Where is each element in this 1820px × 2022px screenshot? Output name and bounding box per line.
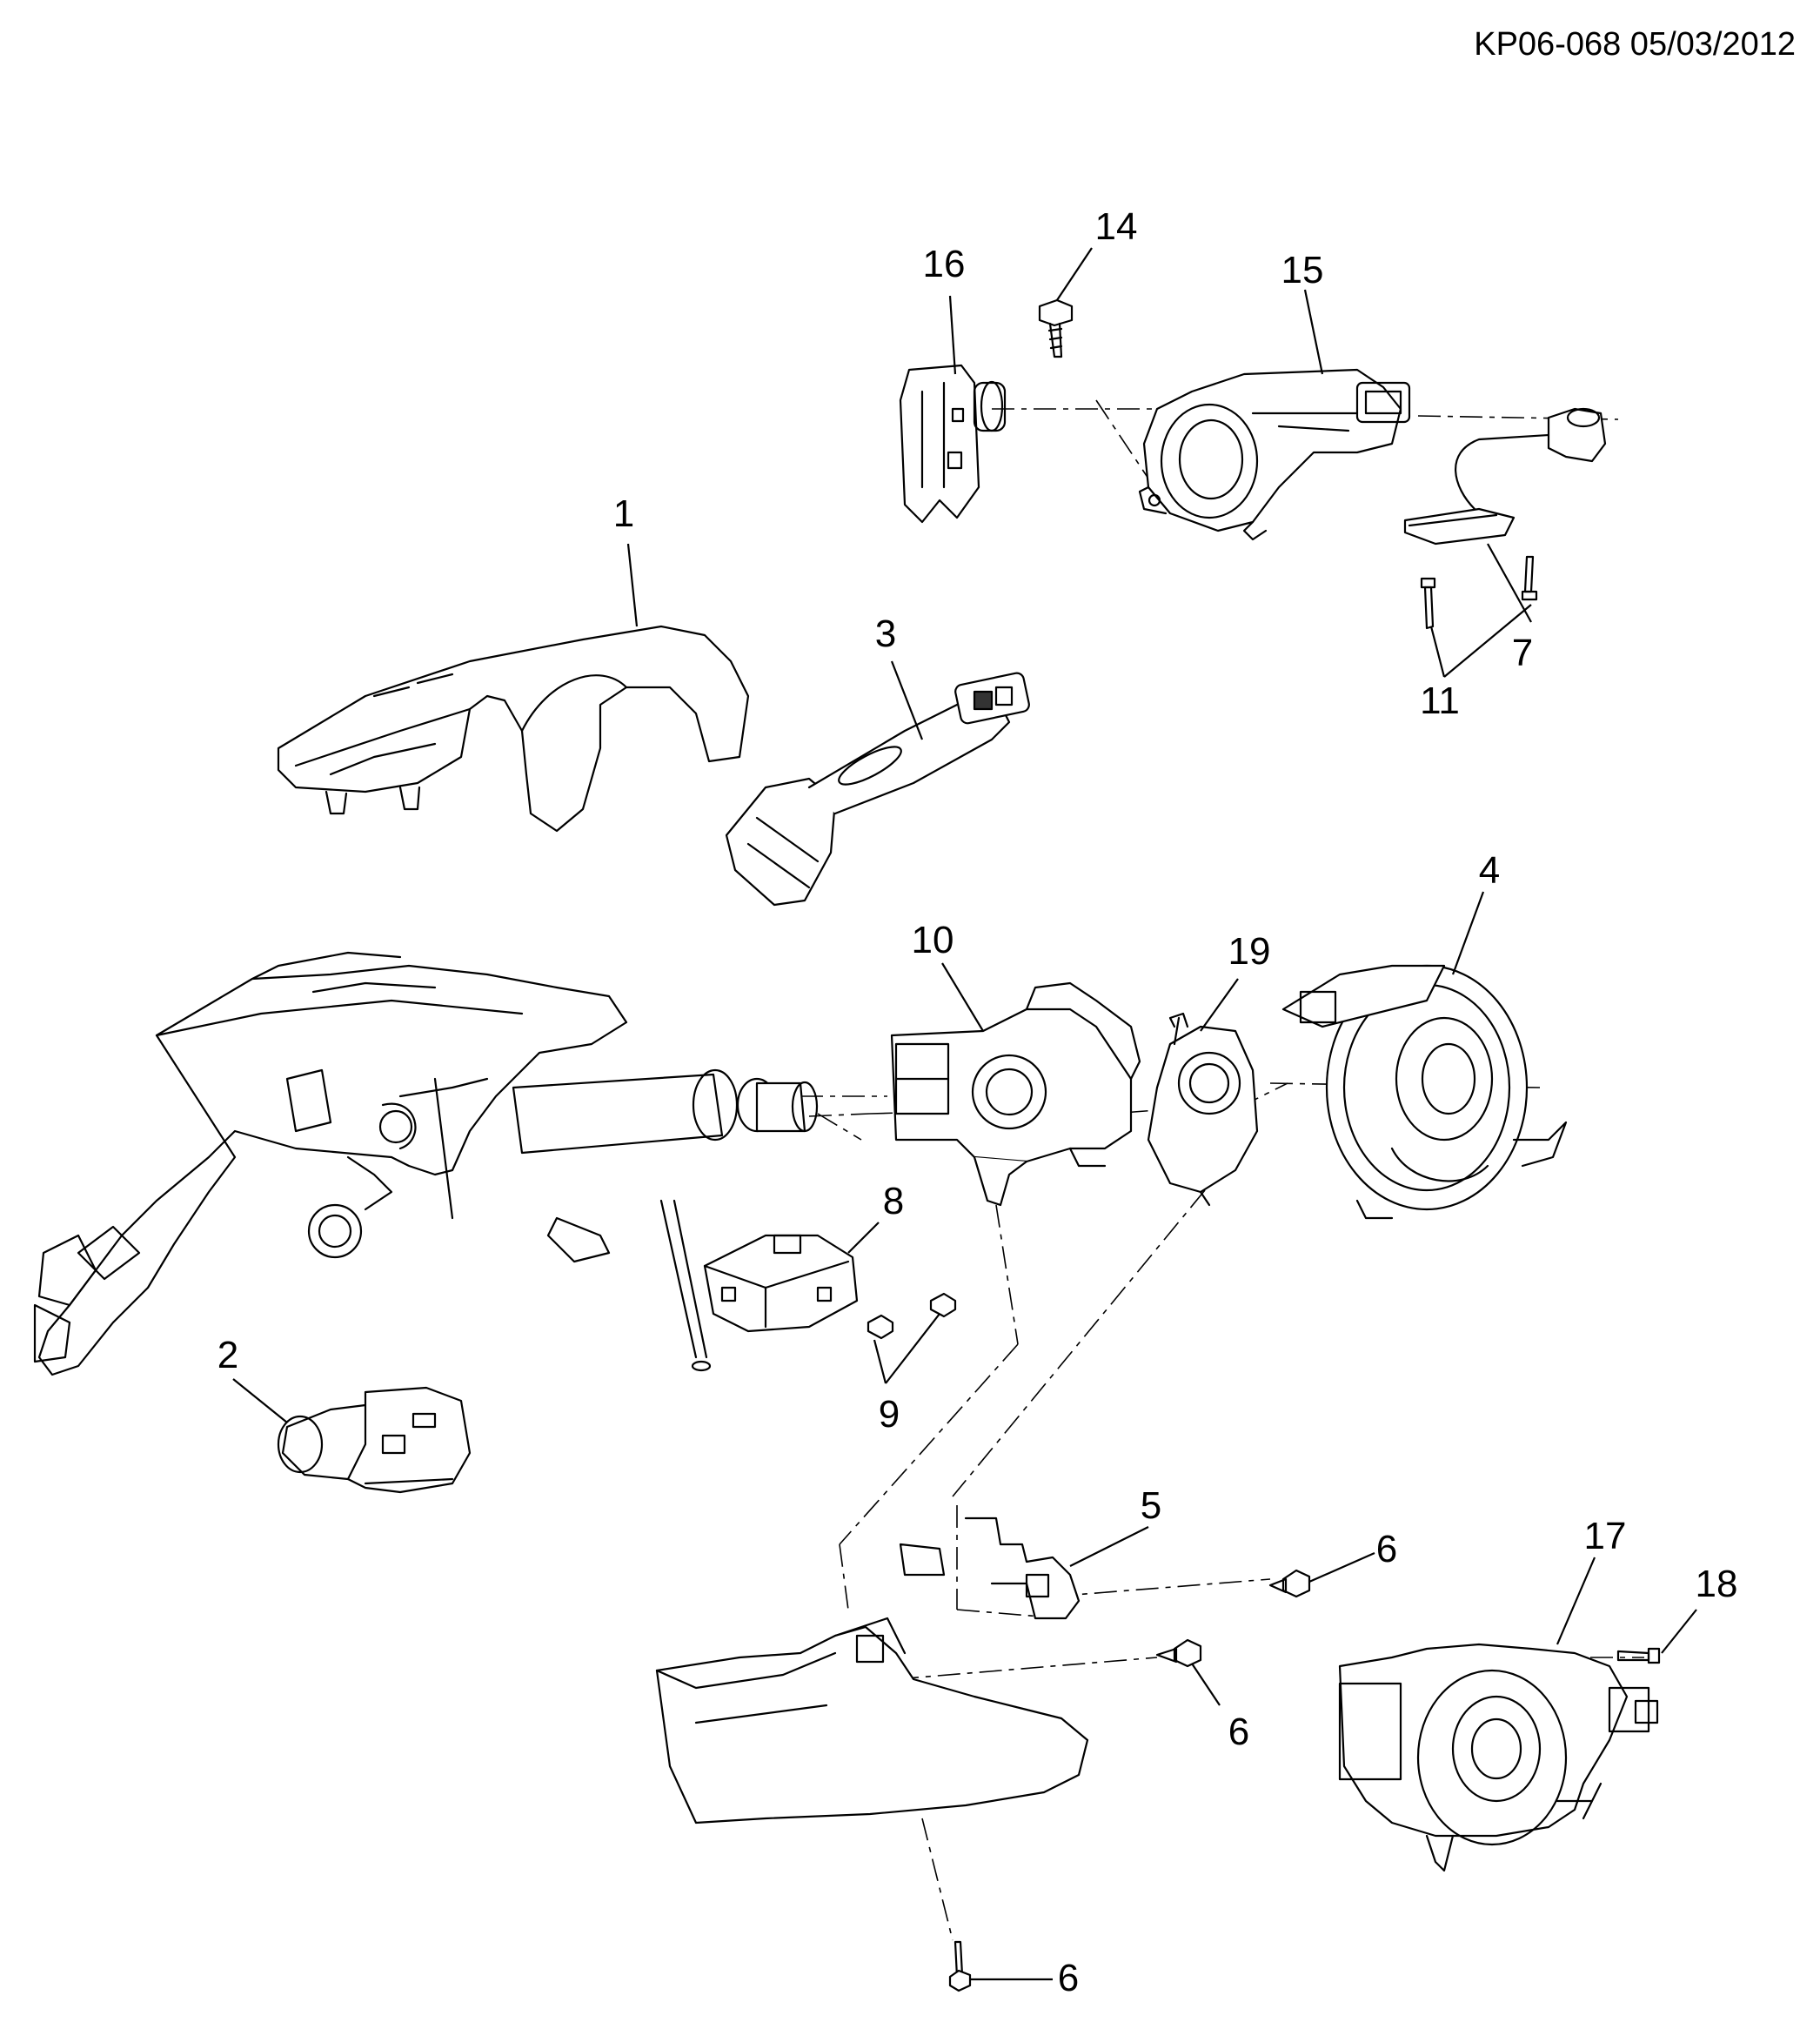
leader-lines [232,247,1697,1981]
callout-14: 14 [1095,205,1138,248]
callout-10: 10 [912,919,954,961]
part-18-screw [1616,1647,1661,1664]
callout-4: 4 [1479,849,1500,892]
part-5-lower-bracket [899,1516,1081,1620]
diagram-reference-code: KP06-068 05/03/2012 [1474,26,1796,63]
part-11-screws [1420,555,1538,630]
callout-17: 17 [1584,1515,1627,1557]
callout-7: 7 [1512,632,1533,674]
part-10-switch-housing [890,981,1141,1207]
part-16-ignition-switch [899,364,1007,524]
callout-8: 8 [883,1180,904,1222]
part-7-sensor-module [1403,407,1607,546]
part-6-bolts [948,1569,1311,1992]
part-14-bolt [1038,298,1074,358]
part-2-turn-signal-switch [277,1386,472,1494]
callout-16: 16 [923,243,966,285]
part-3-wiper-switch-lever [725,672,1030,907]
part-1-upper-trim-cover [277,625,750,833]
callout-3: 3 [875,613,896,655]
steering-column-assembly [33,951,819,1376]
callout-6-upper: 6 [1376,1528,1397,1570]
callout-5: 5 [1141,1484,1161,1527]
callout-6-middle: 6 [1228,1711,1249,1753]
callout-9: 9 [879,1393,900,1436]
callout-6-lower: 6 [1058,1957,1079,1999]
callout-1: 1 [613,492,634,535]
part-8-switch-module [703,1234,859,1333]
part-15-lock-housing [1138,368,1411,541]
part-9-screws [867,1292,957,1340]
callout-15: 15 [1281,249,1324,291]
callout-18: 18 [1696,1563,1738,1605]
callout-19: 19 [1228,930,1271,973]
callout-11: 11 [1420,680,1460,722]
callout-2: 2 [217,1334,238,1376]
lower-trim-cover [655,1617,1089,1824]
part-19-steering-angle-sensor [1147,1012,1259,1207]
part-4-clock-spring [1281,964,1568,1220]
callout-labels: 1 2 3 4 5 6 6 6 7 8 9 10 11 14 15 16 17 … [217,205,1738,1999]
part-17-control-module [1338,1643,1659,1872]
